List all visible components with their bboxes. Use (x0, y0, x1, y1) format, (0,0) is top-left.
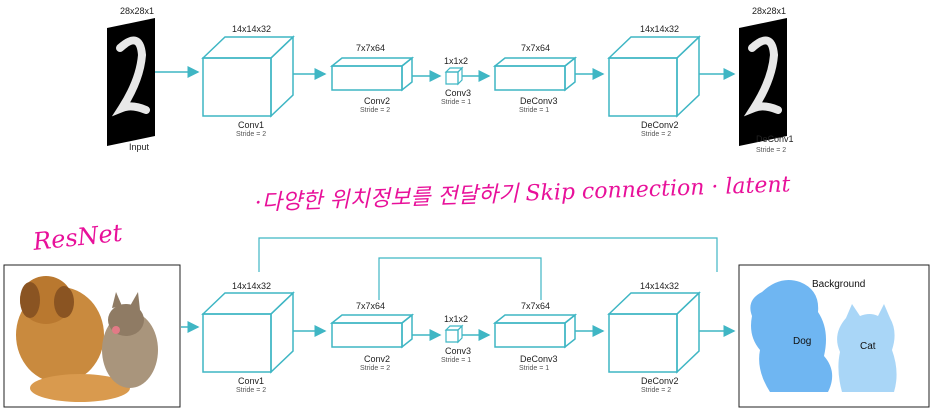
output-stride: Stride = 2 (756, 147, 786, 154)
conv3-label-bottom: Conv3 (445, 346, 471, 356)
deconv2-label: DeConv2 (641, 120, 679, 130)
conv1-dims: 14x14x32 (232, 24, 271, 34)
conv2-dims: 7x7x64 (356, 43, 385, 53)
conv2-label-bottom: Conv2 (364, 354, 390, 364)
seg-cat-label: Cat (860, 341, 876, 352)
deconv3-label-bottom: DeConv3 (520, 354, 558, 364)
conv3-stride: Stride = 1 (441, 99, 471, 106)
segmentation-map (738, 264, 930, 408)
dog-cat-photo (3, 264, 181, 408)
deconv3-stride: Stride = 1 (519, 107, 549, 114)
conv2-block (329, 56, 415, 92)
deconv3-stride-bottom: Stride = 1 (519, 365, 549, 372)
deconv2-stride-bottom: Stride = 2 (641, 387, 671, 394)
deconv2-block (607, 35, 701, 118)
output-label: DeConv1 (756, 134, 794, 144)
conv3-block-bottom (444, 324, 464, 344)
output-dims: 28x28x1 (752, 6, 786, 16)
input-label: Input (129, 142, 150, 152)
conv2-stride: Stride = 2 (360, 107, 390, 114)
conv2-label: Conv2 (364, 96, 390, 106)
conv1-label: Conv1 (238, 120, 264, 130)
input-dims: 28x28x1 (120, 6, 154, 16)
conv3-stride-bottom: Stride = 1 (441, 357, 471, 364)
conv3-label: Conv3 (445, 88, 471, 98)
conv1-block-bottom (201, 291, 295, 374)
output-image (739, 18, 787, 146)
deconv3-block-bottom (492, 313, 578, 349)
conv1-stride: Stride = 2 (236, 131, 266, 138)
deconv2-label-bottom: DeConv2 (641, 376, 679, 386)
conv3-dims-bottom: 1x1x2 (444, 314, 468, 324)
conv1-block (201, 35, 295, 118)
resnet-annotation: ResNet (31, 219, 124, 256)
conv3-block (444, 66, 464, 86)
seg-dog-label: Dog (793, 336, 811, 347)
conv1-dims-bottom: 14x14x32 (232, 281, 271, 291)
deconv3-block (492, 56, 578, 92)
conv3-dims: 1x1x2 (444, 56, 468, 66)
skip-connection-inner (378, 257, 542, 300)
deconv3-dims: 7x7x64 (521, 43, 550, 53)
deconv2-dims-bottom: 14x14x32 (640, 281, 679, 291)
deconv3-label: DeConv3 (520, 96, 558, 106)
deconv3-dims-bottom: 7x7x64 (521, 301, 550, 311)
skip-connection-outer (258, 237, 718, 272)
input-image (107, 18, 155, 146)
seg-background-label: Background (812, 279, 865, 290)
conv2-stride-bottom: Stride = 2 (360, 365, 390, 372)
deconv2-dims: 14x14x32 (640, 24, 679, 34)
conv2-block-bottom (329, 313, 415, 349)
deconv2-block-bottom (607, 291, 701, 374)
skip-connection-note: ·다양한 위치정보를 전달하기 Skip connection · latent (254, 172, 791, 216)
conv2-dims-bottom: 7x7x64 (356, 301, 385, 311)
conv1-label-bottom: Conv1 (238, 376, 264, 386)
conv1-stride-bottom: Stride = 2 (236, 387, 266, 394)
deconv2-stride: Stride = 2 (641, 131, 671, 138)
